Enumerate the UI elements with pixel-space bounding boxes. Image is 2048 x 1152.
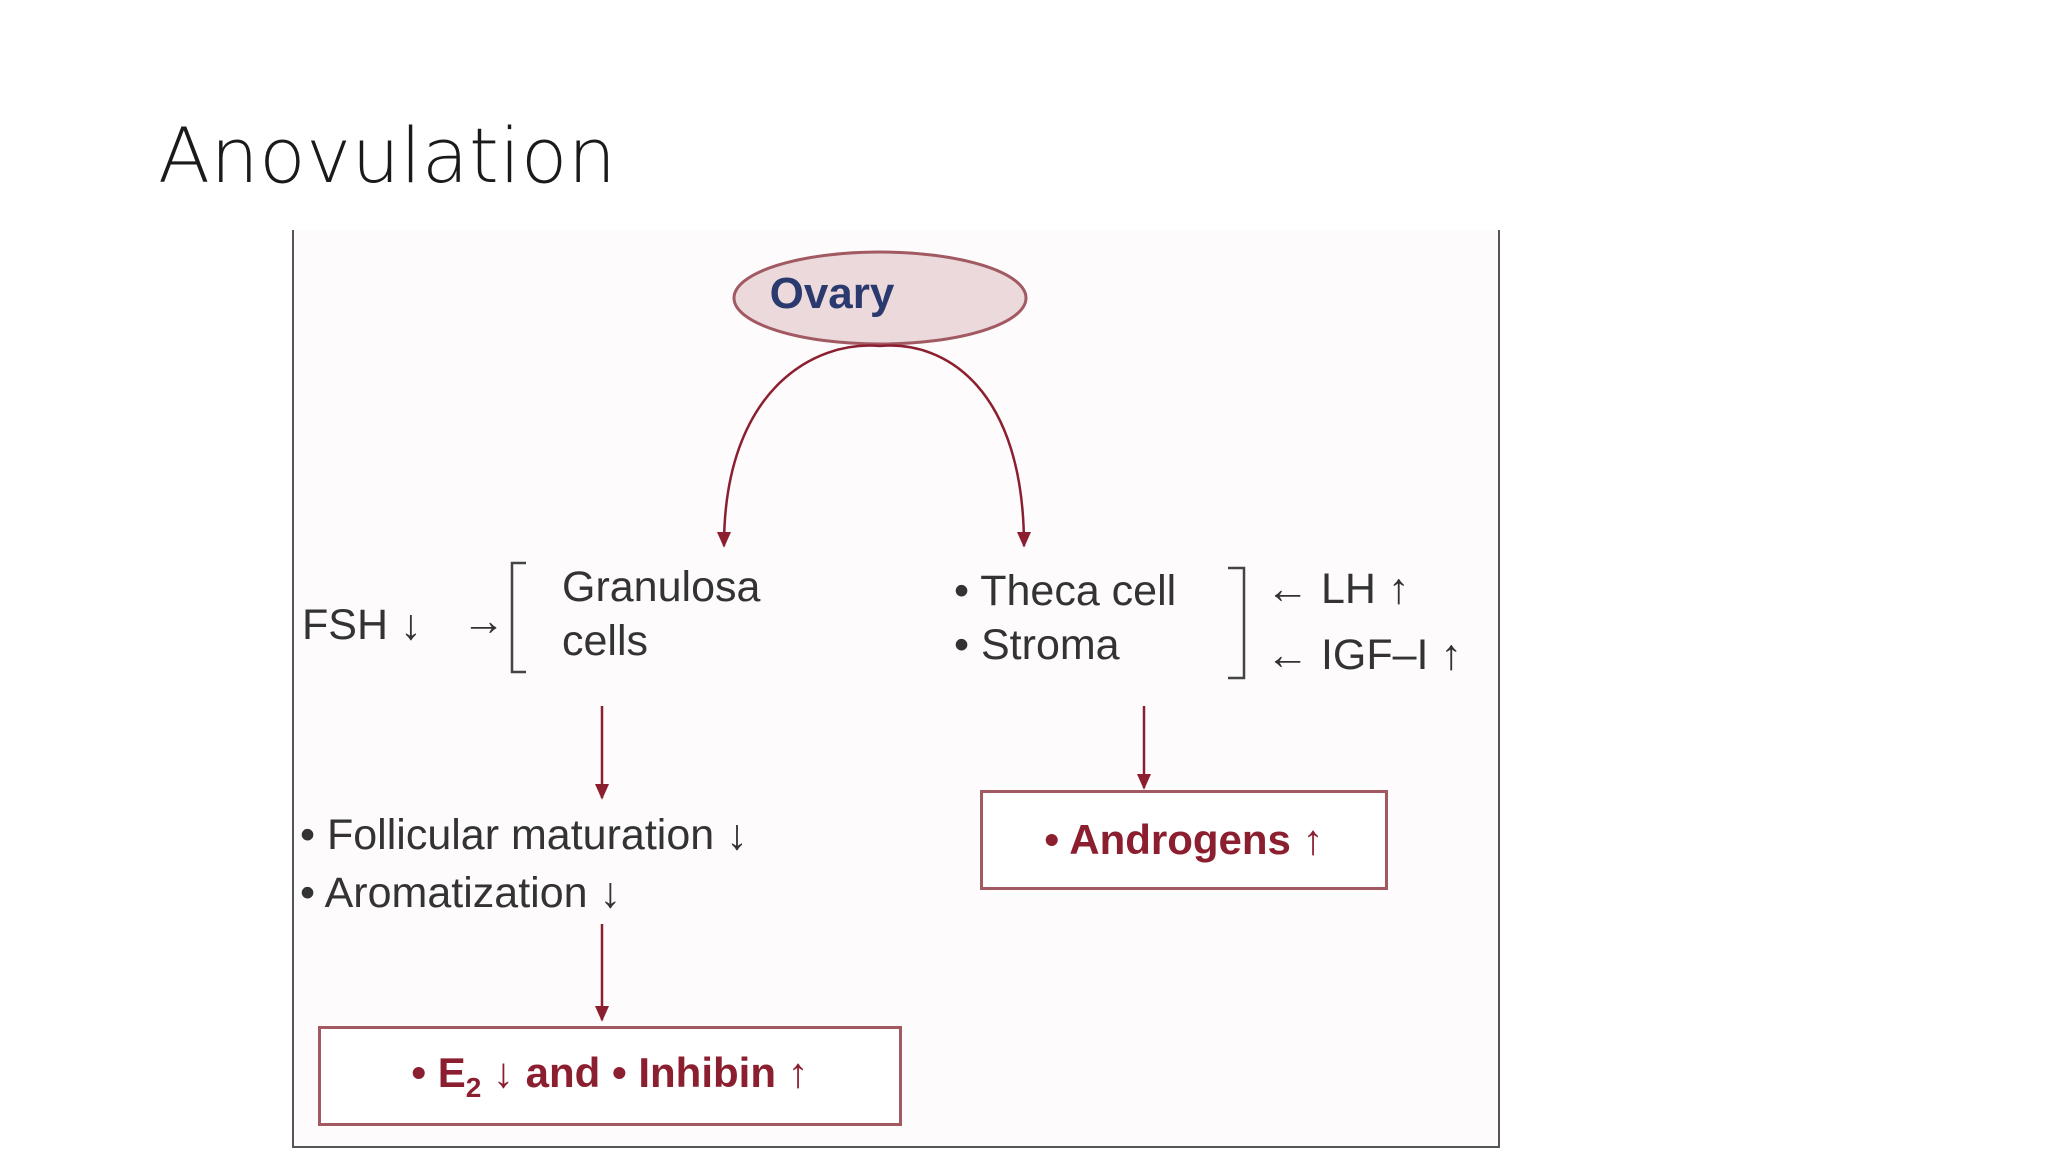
result-e2-suffix: ↓ and • Inhibin ↑ (481, 1048, 809, 1096)
ovary-label: Ovary (769, 269, 895, 318)
result-box-androgens: • Androgens ↑ (980, 790, 1388, 890)
effect-aromatization: • Aromatization ↓ (300, 869, 621, 917)
theca-cell-label: • Theca cell (954, 567, 1177, 615)
result-box-e2-inhibin: • E2 ↓ and • Inhibin ↑ (318, 1026, 902, 1126)
diagram-connectors (510, 250, 1246, 1022)
granulosa-line1: Granulosa (562, 563, 761, 611)
slide-title: Anovulation (158, 111, 617, 200)
igf-input-label: ← IGF–I ↑ (1266, 631, 1462, 679)
result-e2-prefix: • E (411, 1048, 466, 1096)
ovary-node (732, 250, 1028, 346)
result-androgens: • Androgens ↑ (1044, 816, 1324, 863)
fsh-arrow: → (462, 597, 505, 645)
result-e2-subscript: 2 (465, 1071, 482, 1103)
theca-bracket (1228, 566, 1246, 680)
result-e2-inhibin: • E2 ↓ and • Inhibin ↑ (411, 1049, 808, 1104)
stroma-label: • Stroma (954, 621, 1120, 669)
lh-input-label: ← LH ↑ (1266, 565, 1410, 613)
fsh-label: FSH ↓ (302, 601, 422, 649)
granulosa-line2: cells (562, 617, 649, 665)
effect-follicular-maturation: • Follicular maturation ↓ (300, 811, 748, 859)
arrow-ovary-to-theca (879, 344, 1031, 548)
arrow-ovary-to-granulosa (717, 344, 881, 548)
granulosa-bracket (510, 561, 526, 674)
ovary-flow-diagram: Ovary FSH ↓ → Granulosa cells • Follicul… (292, 230, 1500, 1148)
